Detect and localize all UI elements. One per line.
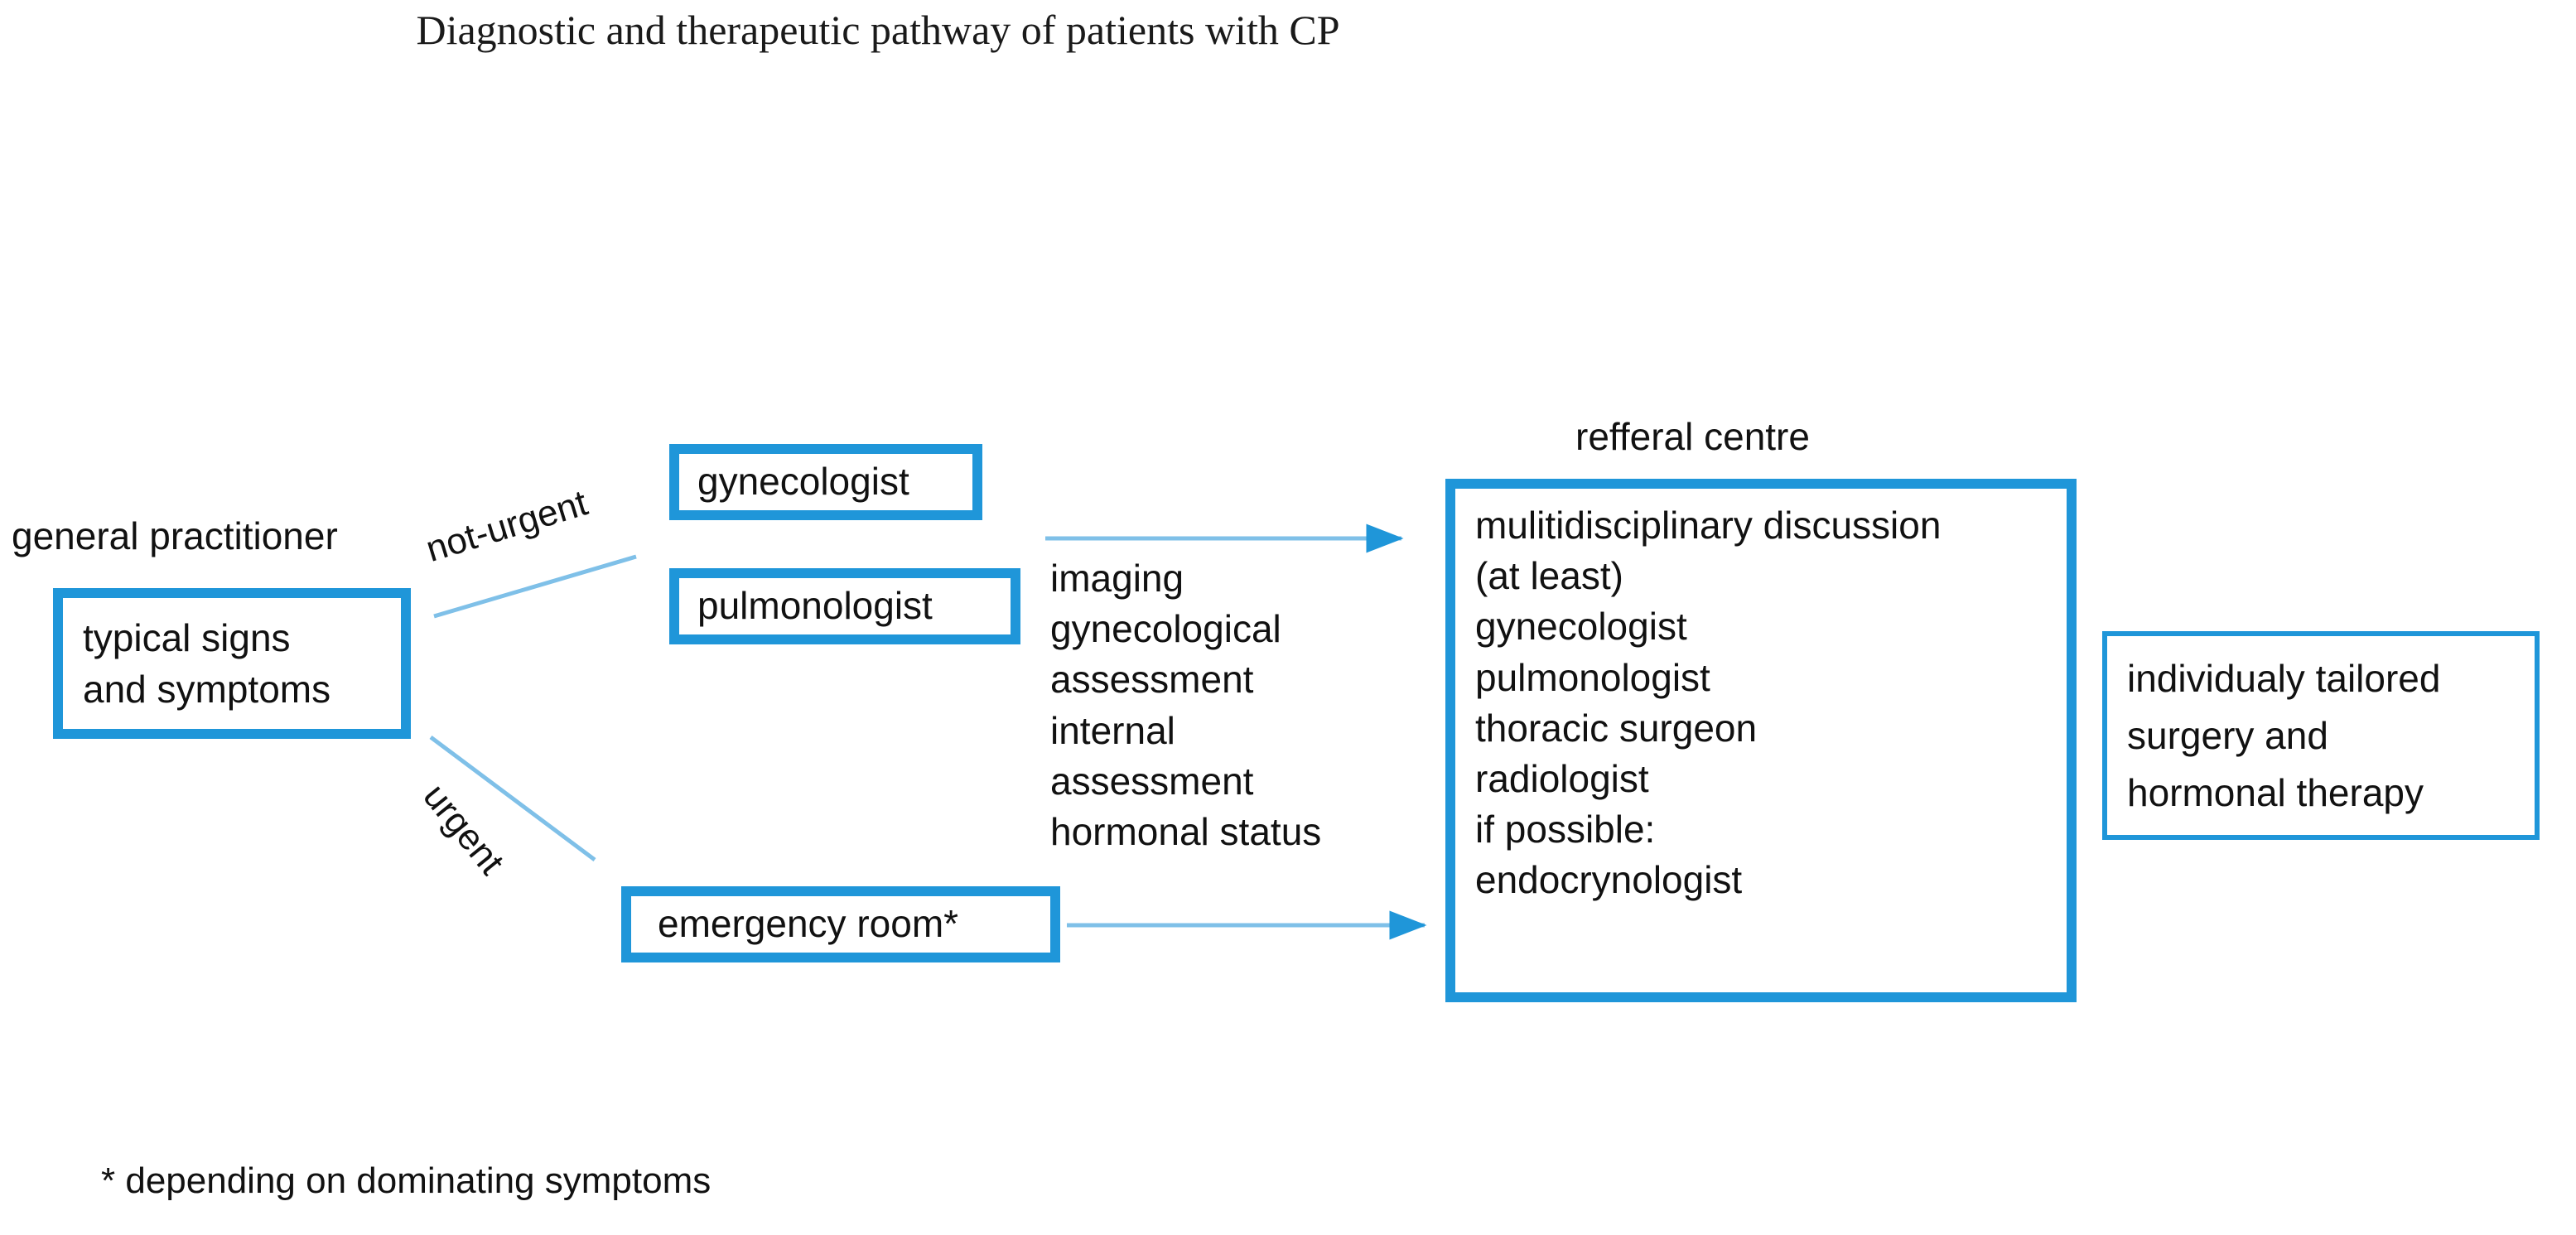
label-not-urgent: not-urgent (421, 482, 592, 570)
individual-therapy-line: surgery and (2127, 713, 2328, 757)
label-general-practitioner: general practitioner (12, 514, 338, 557)
referral-centre-item: mulitidisciplinary discussion (1475, 504, 1942, 547)
referral-centre-item: pulmonologist (1475, 655, 1710, 699)
middle-list-item: hormonal status (1050, 809, 1322, 853)
page-title: Diagnostic and therapeutic pathway of pa… (416, 7, 1340, 53)
referral-centre-item: endocrynologist (1475, 858, 1743, 902)
node-individual-therapy[interactable]: individualy tailored surgery and hormona… (2102, 631, 2540, 840)
node-pulmonologist-label: pulmonologist (697, 584, 933, 628)
middle-list-item: assessment (1050, 658, 1254, 702)
middle-list-item: gynecological (1050, 607, 1281, 651)
node-typical-signs[interactable]: typical signs and symptoms (53, 588, 411, 739)
footnote-text: * depending on dominating symptoms (101, 1160, 712, 1201)
referral-centre-item: gynecologist (1475, 605, 1687, 649)
node-emergency-room-label: emergency room* (658, 902, 959, 946)
referral-centre-item: radiologist (1475, 756, 1649, 800)
node-gynecologist-label: gynecologist (697, 460, 909, 504)
node-typical-signs-line-1: typical signs (83, 615, 291, 659)
node-emergency-room[interactable]: emergency room* (621, 886, 1060, 962)
middle-list-item: imaging (1050, 557, 1184, 600)
individual-therapy-line: hormonal therapy (2127, 770, 2424, 814)
label-referral-centre: refferal centre (1575, 415, 1810, 458)
middle-assessment-list: imaging gynecological assessment interna… (1050, 553, 1406, 857)
middle-list-item: assessment (1050, 759, 1254, 803)
individual-therapy-line: individualy tailored (2127, 656, 2441, 700)
node-typical-signs-line-2: and symptoms (83, 668, 331, 711)
referral-centre-item: if possible: (1475, 808, 1656, 851)
middle-list-item: internal (1050, 708, 1175, 752)
referral-centre-item: (at least) (1475, 554, 1623, 598)
node-referral-centre[interactable]: mulitidisciplinary discussion (at least)… (1445, 479, 2077, 1002)
referral-centre-item: thoracic surgeon (1475, 706, 1758, 750)
label-urgent: urgent (415, 776, 512, 883)
node-gynecologist[interactable]: gynecologist (669, 444, 982, 520)
connector-not-urgent-branch (433, 554, 637, 619)
node-pulmonologist[interactable]: pulmonologist (669, 568, 1020, 644)
